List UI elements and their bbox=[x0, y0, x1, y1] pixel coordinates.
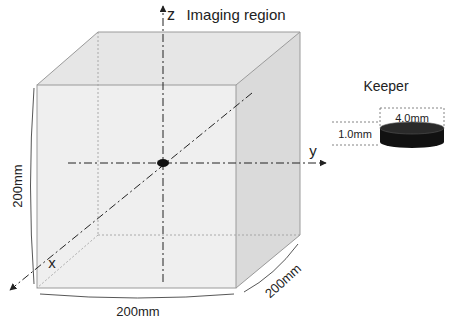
region-title: Imaging region bbox=[186, 7, 285, 22]
dimension-label: 200mm bbox=[261, 260, 305, 301]
dimension-label: 1.0mm bbox=[336, 129, 374, 140]
axis-label: x bbox=[48, 255, 56, 270]
dimension-label: 200mm bbox=[11, 162, 24, 209]
keeper-disc bbox=[380, 122, 444, 148]
axis-label: y bbox=[309, 143, 317, 158]
axis-label: z bbox=[167, 7, 175, 23]
part-name: Keeper bbox=[363, 79, 408, 93]
dimension-label: 200mm bbox=[114, 305, 161, 318]
dimension-label: 4.0mm bbox=[395, 113, 429, 124]
